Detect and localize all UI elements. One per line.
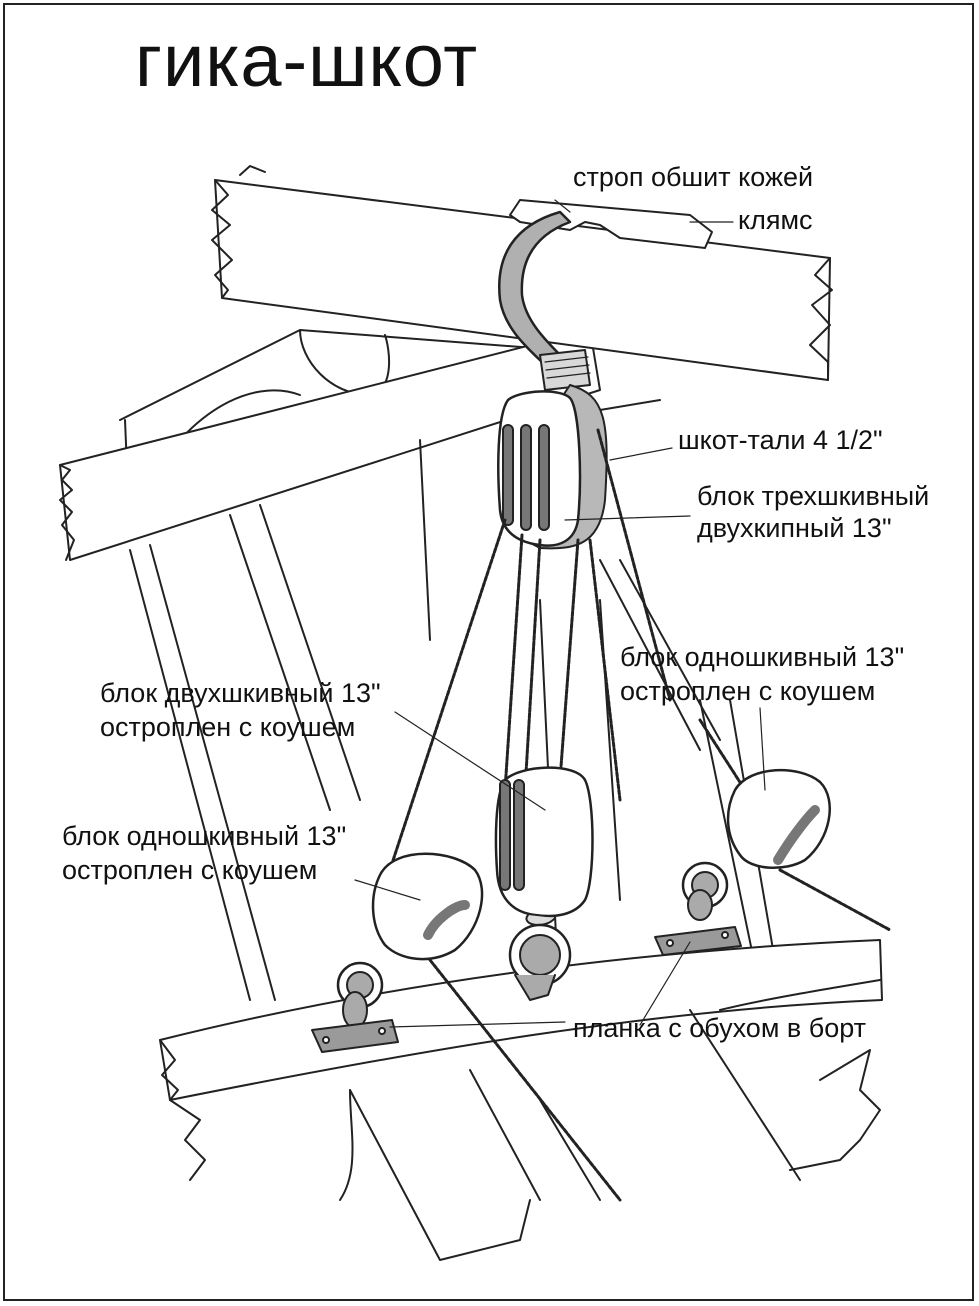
label-single-block-left-line1: блок одношкивный 13" — [62, 821, 347, 851]
drawing-frame — [3, 3, 974, 1301]
tackle-ropes — [378, 428, 892, 1202]
single-block-right — [681, 768, 831, 921]
label-double-block-line1: блок двухшкивный 13" — [100, 678, 381, 708]
label-single-block-left-line2: остроплен с коушем — [62, 855, 318, 885]
label-single-block-right-line1: блок одношкивный 13" — [620, 642, 905, 672]
triple-block — [497, 384, 608, 550]
eye-plate-left — [311, 1019, 399, 1053]
eye-plate-right — [654, 926, 742, 956]
label-plate: планка с обухом в борт — [573, 1013, 867, 1043]
label-klyams: клямс — [738, 205, 813, 235]
single-block-left — [336, 852, 484, 1029]
leader-lines — [354, 199, 766, 1028]
page-title: гика-шкот — [135, 19, 479, 102]
label-triple-block-line2: двухкипный 13" — [697, 513, 892, 543]
label-triple-block-line1: блок трехшкивный — [697, 481, 930, 511]
label-shkot-tali: шкот-тали 4 1/2" — [678, 425, 883, 455]
hull-structure — [59, 329, 781, 1021]
gunwale — [159, 939, 883, 1261]
double-block — [494, 766, 594, 1001]
label-strop: строп обшит кожей — [573, 162, 814, 192]
label-single-block-right-line2: остроплен с коушем — [620, 676, 876, 706]
label-double-block-line2: остроплен с коушем — [100, 712, 356, 742]
